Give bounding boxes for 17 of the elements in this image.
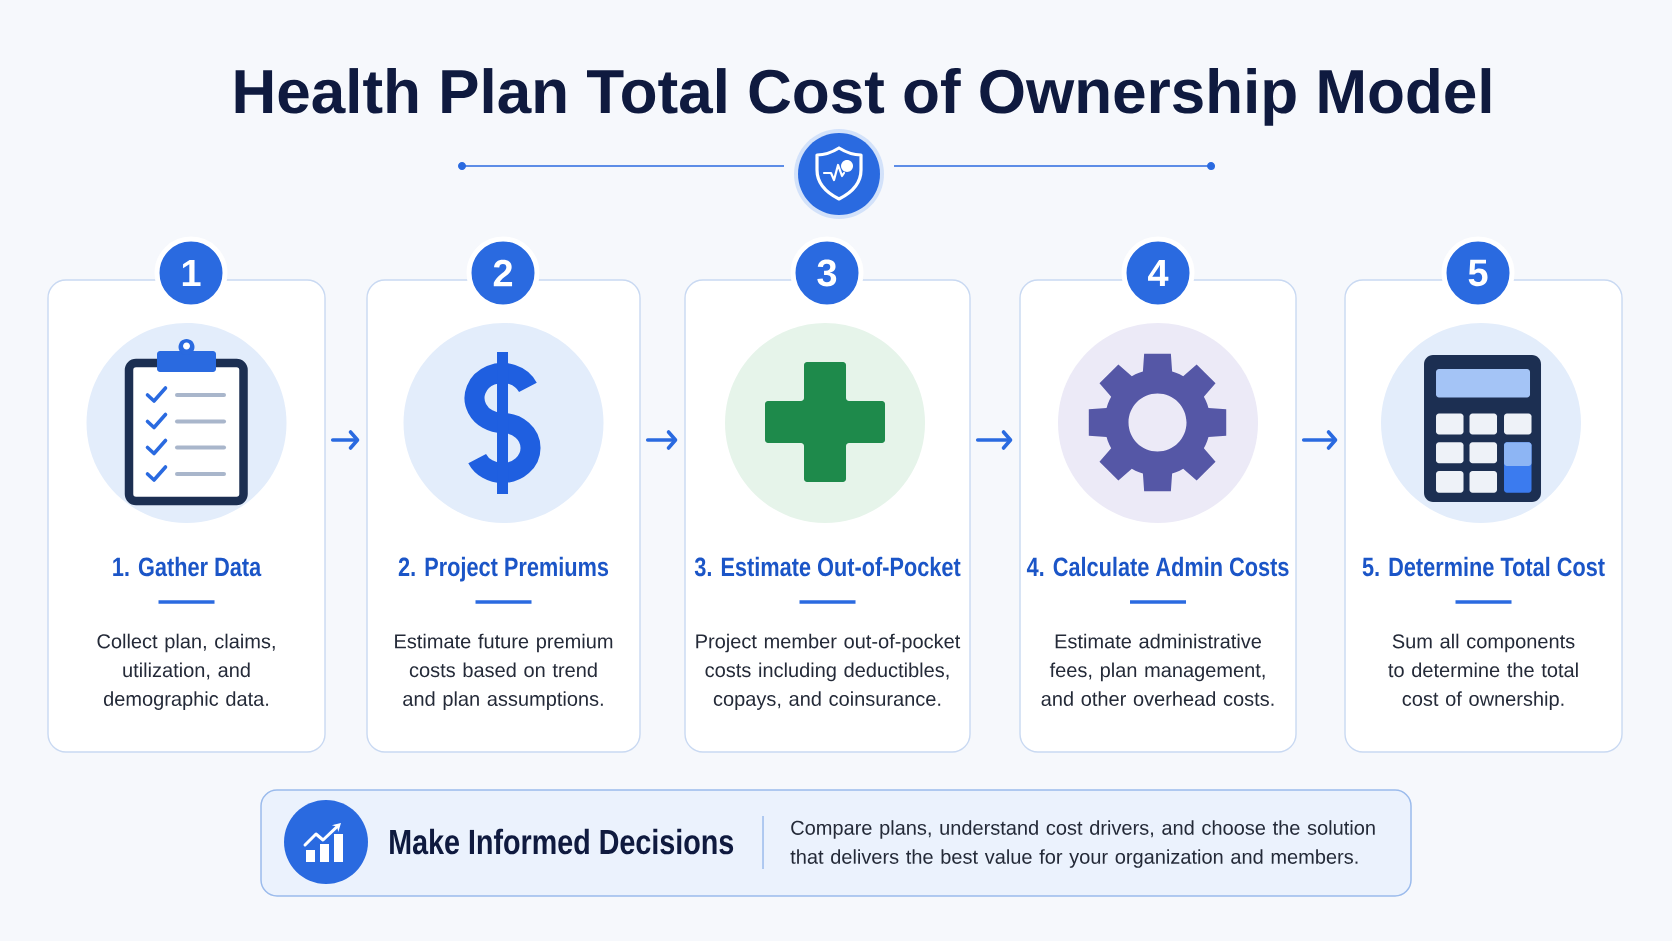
arrow: [975, 430, 1013, 450]
arrow: [1301, 430, 1338, 450]
step-description: Collect plan, claims, utilization, and demographic data.: [97, 633, 275, 710]
arrow: [330, 430, 360, 450]
step-description: Project member out-of-pocket costs including deductibles, copays, and coinsurance.: [696, 633, 961, 710]
banner-description: Compare plans, understand cost drivers, and choose the solution that delivers the best value for your organization and members.: [790, 820, 1375, 868]
step-title: 5. Determine Total Cost: [1362, 556, 1605, 577]
step-title: 1. Gather Data: [113, 556, 262, 577]
title: Health Plan Total Cost of Ownership Model: [235, 68, 1491, 126]
arrow: [645, 430, 678, 450]
step-description: Estimate administrative fees, plan management, and other overhead costs.: [1041, 633, 1274, 706]
step-description: Estimate future premium costs based on trend and plan assumptions.: [395, 633, 613, 710]
step-title: 2. Project Premiums: [398, 556, 609, 582]
step-title: 4. Calculate Admin Costs: [1026, 556, 1289, 577]
step-title: 3. Estimate Out-of-Pocket: [694, 556, 961, 577]
step-description: Sum all components to determine the total cost of ownership.: [1388, 633, 1578, 710]
banner-title: Make Informed Decisions: [390, 828, 734, 855]
